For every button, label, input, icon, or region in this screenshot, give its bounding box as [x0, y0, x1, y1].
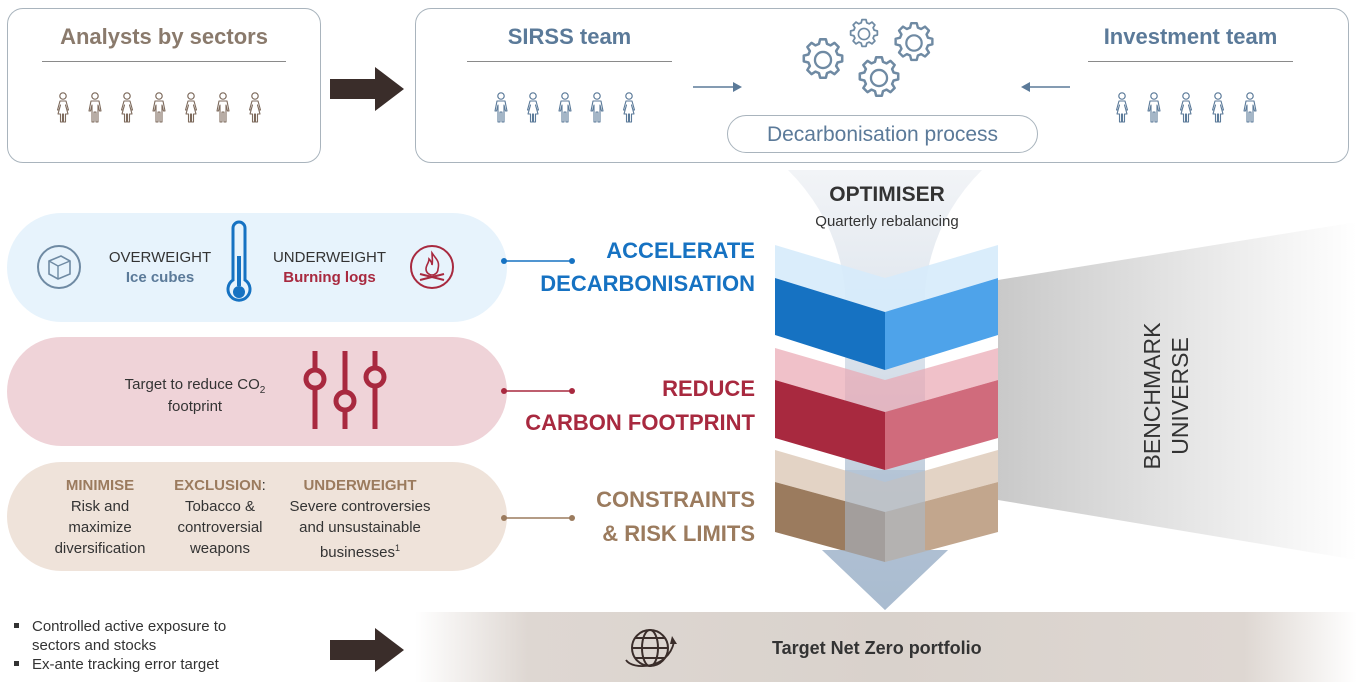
gears-icon [802, 18, 934, 97]
ice-cube-icon [37, 245, 81, 289]
exclusion-head-text: EXCLUSION [174, 477, 262, 494]
bullet-list: Controlled active exposure to sectors an… [12, 617, 312, 674]
minimise-l2: maximize [68, 519, 132, 536]
investment-people-icon [1115, 92, 1257, 123]
reduce-text-main: Target to reduce CO [124, 376, 260, 393]
bullet-2-l1: Ex-ante tracking error target [32, 656, 219, 673]
exclusion-l3: weapons [189, 540, 251, 557]
underweight-head: UNDERWEIGHT [272, 249, 387, 266]
arrow-to-process-icon [693, 82, 742, 92]
reduce-text-line1: Target to reduce CO2 [110, 375, 280, 400]
burning-logs-icon [410, 245, 454, 289]
benchmark-line2: UNIVERSE [1167, 337, 1193, 455]
investment-rule [1088, 61, 1293, 62]
globe-icon [625, 629, 677, 667]
process-label: Decarbonisation process [766, 123, 999, 146]
constraints-connector [501, 515, 575, 521]
reduce-text-line2: footprint [167, 398, 223, 415]
thermometer-icon [226, 220, 252, 302]
footnote-mark: 1 [395, 543, 401, 553]
bullet-1: Controlled active exposure to sectors an… [12, 617, 312, 655]
accelerate-band [775, 278, 885, 370]
bullet-marker-icon [14, 623, 19, 628]
sirss-people-icon [494, 92, 636, 123]
constraints-label-1: CONSTRAINTS [596, 487, 755, 512]
optimiser-subtitle: Quarterly rebalancing [815, 213, 959, 230]
underweight3-l3-text: businesses [319, 544, 396, 561]
arrow-right-icon [330, 67, 404, 111]
constraints-pill [7, 462, 507, 571]
exclusion-l2: controversial [177, 519, 263, 536]
bullet-2: Ex-ante tracking error target [12, 655, 312, 674]
analysts-rule [42, 61, 286, 62]
sirss-title: SIRSS team [507, 24, 632, 49]
reduce-pill [7, 337, 507, 446]
analysts-people-icon [56, 92, 262, 123]
underweight3-l3: businesses1 [280, 539, 440, 562]
portfolio-bar [415, 612, 1357, 682]
process-pill [727, 115, 1038, 153]
portfolio-label: Target Net Zero portfolio [772, 638, 982, 658]
benchmark-wedge [998, 222, 1357, 560]
analysts-title: Analysts by sectors [60, 24, 268, 49]
accelerate-connector [501, 258, 575, 264]
reduce-label-2: CARBON FOOTPRINT [525, 410, 755, 435]
exclusion-head: EXCLUSION: [160, 476, 280, 495]
underweight-sub: Burning logs [283, 269, 376, 286]
exclusion-l1: Tobacco & [184, 498, 256, 515]
analysts-box [7, 8, 321, 163]
arrow-right-bottom-icon [330, 628, 404, 672]
benchmark-universe-label: BENCHMARK UNIVERSE [1138, 276, 1198, 516]
optimiser-funnel [775, 170, 1357, 610]
reduce-connector [501, 388, 575, 394]
arrow-from-investment-icon [1021, 82, 1070, 92]
minimise-l1: Risk and [70, 498, 130, 515]
optimiser-title: OPTIMISER [829, 183, 945, 206]
accelerate-pill [7, 213, 507, 322]
bullet-1-l1: Controlled active exposure to [32, 618, 227, 635]
sliders-icon [303, 351, 387, 429]
reduce-band [775, 380, 885, 470]
benchmark-line1: BENCHMARK [1139, 322, 1165, 470]
sirss-rule [467, 61, 672, 62]
overweight-sub: Ice cubes [125, 269, 195, 286]
underweight3-l1: Severe controversies [289, 498, 431, 515]
minimise-l3: diversification [54, 540, 146, 557]
accelerate-label-1: ACCELERATE [606, 238, 755, 263]
reduce-label-1: REDUCE [662, 376, 755, 401]
accelerate-label-2: DECARBONISATION [540, 271, 755, 296]
constraints-label-2: & RISK LIMITS [602, 521, 755, 546]
exclusion-colon: : [261, 477, 266, 494]
underweight3-l2: and unsustainable [299, 519, 421, 536]
investment-title: Investment team [1103, 24, 1278, 49]
underweight3-head: UNDERWEIGHT [303, 477, 417, 494]
minimise-head: MINIMISE [65, 477, 135, 494]
bullet-marker-icon [14, 661, 19, 666]
overweight-head: OVERWEIGHT [108, 249, 212, 266]
bullet-1-l2: sectors and stocks [32, 637, 157, 654]
reduce-text-sub: 2 [259, 385, 266, 396]
